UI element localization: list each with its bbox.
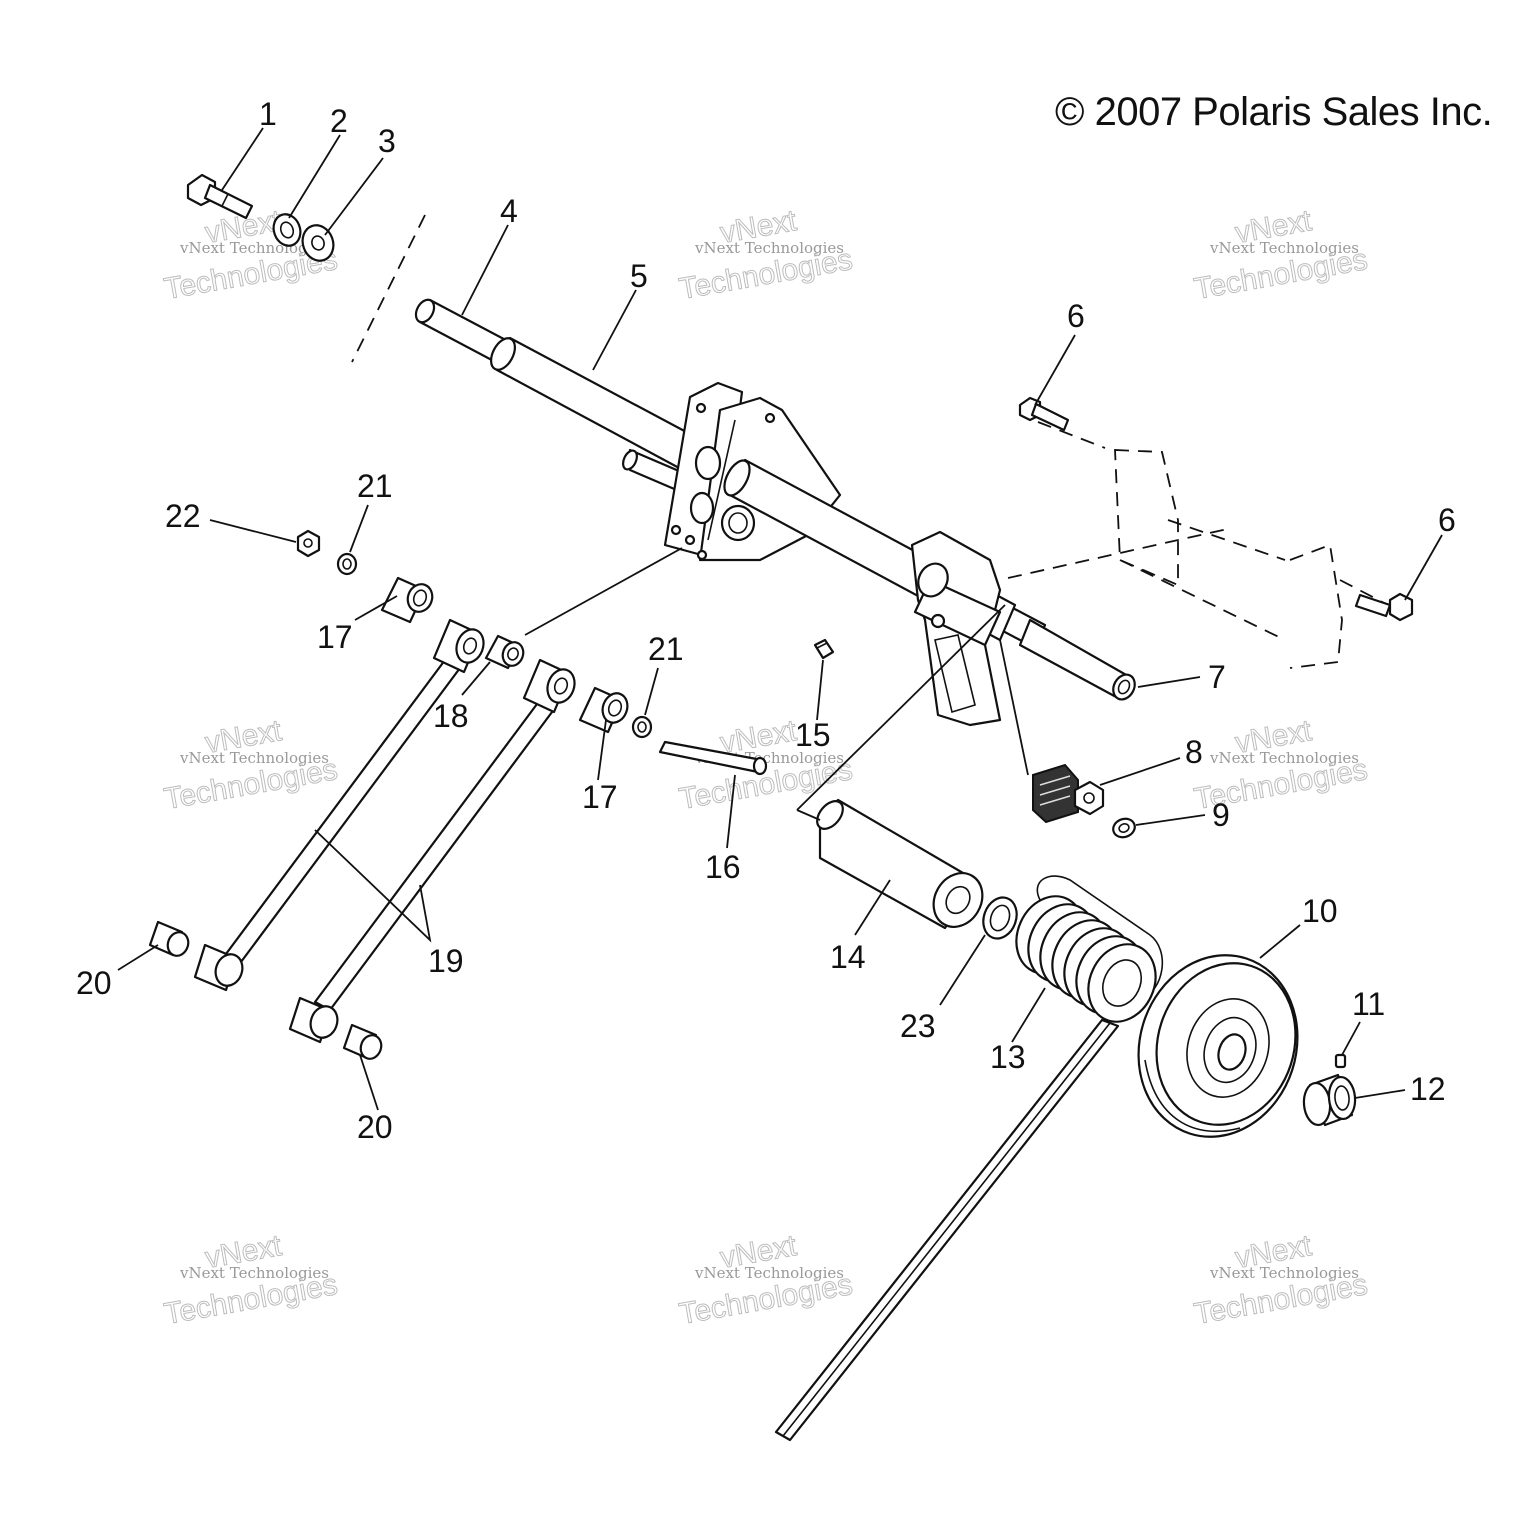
callout-23: 23 — [900, 1008, 936, 1044]
part-16-pin — [658, 740, 768, 776]
part-19-link-rod-left — [193, 618, 485, 992]
svg-text:vNext Technologies: vNext Technologies — [179, 1264, 329, 1282]
callout-21-upper: 21 — [357, 468, 393, 504]
part-9-washer — [1112, 817, 1136, 839]
svg-text:vNext Technologies: vNext Technologies — [1209, 239, 1359, 257]
callout-6-upper: 6 — [1067, 298, 1085, 334]
callout-9: 9 — [1212, 797, 1230, 833]
part-10-idler-wheel — [1137, 954, 1299, 1138]
part-1-bolt — [186, 173, 254, 220]
part-8-adjuster — [1032, 763, 1105, 824]
leader-lines — [117, 127, 1443, 1111]
part-2-washer — [272, 213, 302, 247]
center-bracket — [622, 381, 1017, 642]
svg-text:vNext Technologies: vNext Technologies — [694, 239, 844, 257]
callout-17-right: 17 — [582, 779, 618, 815]
svg-text:vNext Technologies: vNext Technologies — [1209, 749, 1359, 767]
part-23-thrust-washer — [982, 896, 1018, 940]
swing-arm-block — [910, 530, 1136, 776]
svg-text:vNext Technologies: vNext Technologies — [694, 1264, 844, 1282]
callout-4: 4 — [500, 193, 518, 229]
svg-text:vNext Technologies: vNext Technologies — [1209, 1264, 1359, 1282]
callout-14: 14 — [830, 939, 866, 975]
callout-18: 18 — [433, 698, 469, 734]
copyright-notice: © 2007 Polaris Sales Inc. — [1055, 90, 1493, 134]
callouts: 1 2 3 4 5 6 6 7 8 9 10 11 12 13 14 15 16… — [76, 96, 1456, 1145]
callout-21-lower: 21 — [648, 631, 684, 667]
part-18-bushing — [484, 634, 525, 670]
part-17-bushing-b — [578, 686, 629, 734]
part-20-bushing-left — [148, 920, 190, 957]
callout-5: 5 — [630, 258, 648, 294]
part-14-spacer-tube — [796, 604, 1006, 930]
part-20-bushing-right — [342, 1023, 383, 1060]
callout-2: 2 — [330, 103, 348, 139]
watermark: vNext vNext Technologies Technologies — [161, 714, 340, 817]
callout-17-left: 17 — [317, 619, 353, 655]
watermark: vNext vNext Technologies Technologies — [676, 204, 855, 307]
callout-19: 19 — [428, 943, 464, 979]
part-6-bolt-lower — [1354, 592, 1414, 622]
svg-text:vNext Technologies: vNext Technologies — [179, 749, 329, 767]
part-22-nut — [296, 529, 321, 558]
callout-15: 15 — [795, 717, 831, 753]
callout-13: 13 — [990, 1039, 1026, 1075]
callout-10: 10 — [1302, 893, 1338, 929]
hidden-lines — [351, 214, 1389, 669]
watermark: vNext vNext Technologies Technologies — [161, 1229, 340, 1332]
callout-12: 12 — [1410, 1071, 1446, 1107]
callout-8: 8 — [1185, 734, 1203, 770]
part-11-set-screw — [1334, 1053, 1347, 1069]
callout-20-left: 20 — [76, 965, 112, 1001]
part-6-bolt-upper — [1018, 396, 1070, 432]
part-17-bushing-a — [380, 576, 434, 624]
part-13-torsion-spring — [774, 875, 1164, 1442]
callout-11: 11 — [1352, 986, 1385, 1022]
part-12-collar — [1302, 1073, 1357, 1127]
callout-1: 1 — [259, 96, 277, 132]
callout-7: 7 — [1208, 659, 1226, 695]
callout-3: 3 — [378, 123, 396, 159]
part-15-grease-fitting — [813, 638, 835, 660]
callout-16: 16 — [705, 849, 741, 885]
watermark: vNext vNext Technologies Technologies — [676, 1229, 855, 1332]
part-21-washer-a — [336, 552, 358, 576]
callout-22: 22 — [165, 498, 201, 534]
callout-20-right: 20 — [357, 1109, 393, 1145]
callout-6-lower: 6 — [1438, 502, 1456, 538]
watermark: vNext vNext Technologies Technologies — [1191, 1229, 1370, 1332]
part-21-washer-b — [631, 715, 653, 739]
watermark: vNext vNext Technologies Technologies — [1191, 204, 1370, 307]
